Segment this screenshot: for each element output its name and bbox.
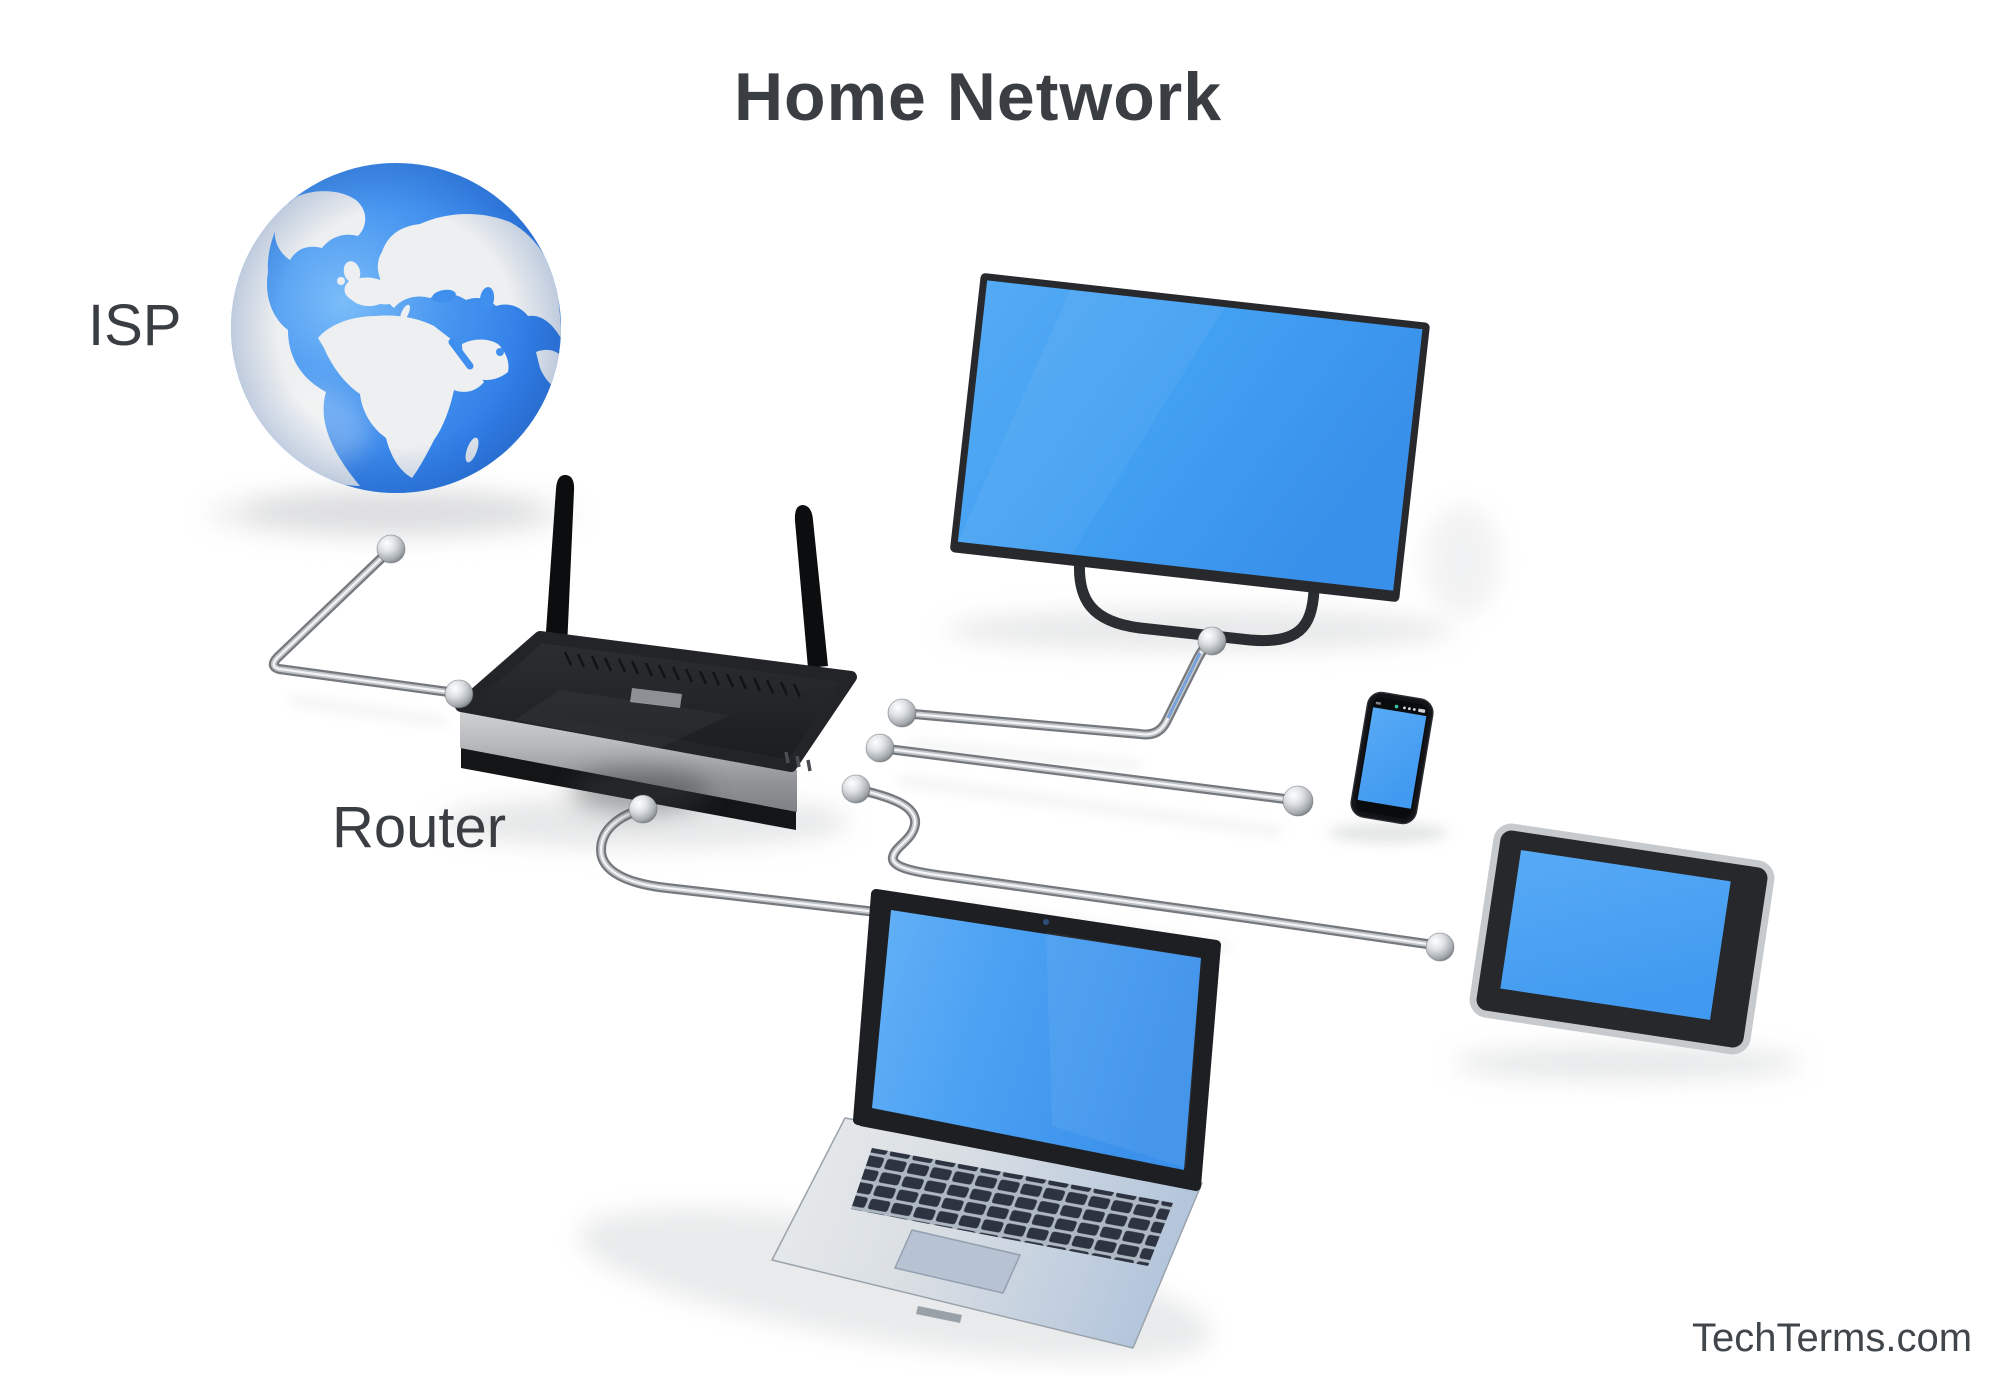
tv-stand: [1073, 550, 1320, 647]
isp-label: ISP: [88, 293, 182, 358]
laptop-device: [771, 889, 1221, 1349]
router-band: [460, 705, 797, 812]
page-title: Home Network: [733, 59, 1223, 135]
smartphone-device: [1350, 691, 1434, 825]
smartphone-statusbar-icons: [1375, 701, 1426, 713]
tv-screen: [957, 280, 1423, 591]
connector-ball-tv-stand: [1197, 626, 1227, 656]
watermark: TechTerms.com: [1692, 1316, 1973, 1360]
tablet-screen: [1500, 850, 1731, 1020]
connector-ball-phone-end: [1282, 785, 1314, 817]
router-device: [455, 474, 857, 830]
router-vents: [563, 651, 802, 698]
cable-connector-balls: [376, 534, 1455, 962]
router-label: Router: [332, 795, 507, 860]
tv-device: [950, 273, 1430, 602]
router-antenna-left: [545, 474, 575, 648]
connector-ball-phone-start: [865, 733, 895, 763]
laptop-front-notch: [916, 1306, 962, 1323]
router-side-ports: [784, 751, 812, 772]
connector-ball-laptop-start: [628, 794, 658, 824]
cable-router-tv: [902, 641, 1212, 735]
smartphone-screen: [1357, 707, 1427, 809]
laptop-webcam: [1043, 919, 1049, 925]
laptop-screen: [872, 910, 1201, 1170]
router-logo: [630, 688, 682, 708]
cable-router-smartphone: [880, 748, 1293, 800]
connector-ball-isp: [376, 534, 406, 564]
connector-ball-tablet-end: [1425, 932, 1455, 962]
tablet-device: [1469, 823, 1775, 1055]
router-antenna-right: [794, 505, 828, 668]
cable-isp-router: [274, 549, 456, 693]
laptop-trackpad: [893, 1229, 1022, 1294]
connector-ball-tablet-start: [841, 774, 871, 804]
connector-ball-tv-start: [887, 698, 917, 728]
connector-ball-router-left: [444, 679, 474, 709]
isp-globe: [231, 163, 561, 493]
